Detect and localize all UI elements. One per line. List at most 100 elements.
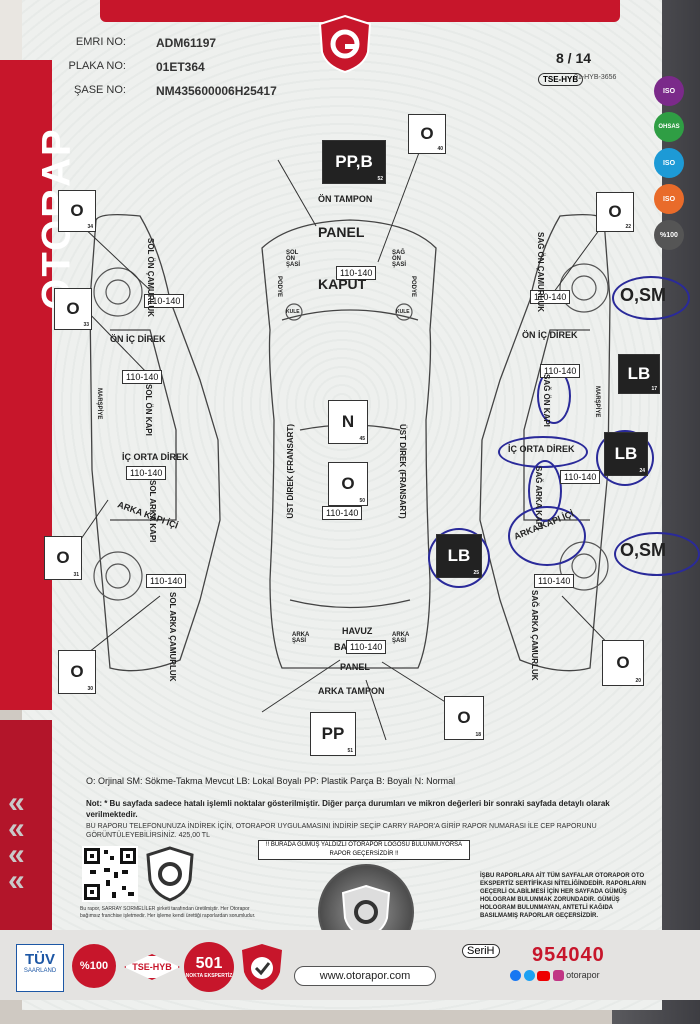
sub-sag-arka-camurluk: 20 — [635, 678, 641, 684]
shield-logo-small-icon — [146, 846, 194, 902]
tse-code: 01-HYB-3656 — [574, 74, 617, 81]
website-link[interactable]: www.otorapor.com — [294, 966, 436, 986]
label-sag-arka-kapi: SAĞ ARKA KAPI — [534, 466, 543, 530]
meas-sol-on-kapi: 110-140 — [122, 370, 163, 384]
sub-tavan-o: 50 — [359, 498, 365, 504]
meas-sol-arka-kapi: 110-140 — [126, 466, 167, 480]
chevron-decoration-icon: «««« — [8, 786, 25, 897]
youtube-icon[interactable] — [537, 970, 551, 981]
ink-circle-1 — [612, 276, 690, 320]
meas-sag-arka-kapi: 110-140 — [560, 470, 601, 484]
label-kule-left: KULE — [286, 309, 300, 315]
meas-sag-on-kapi: 110-140 — [540, 364, 581, 378]
label-arka-sasi-left: ARKA ŞASİ — [292, 632, 310, 644]
ink-circle-7 — [614, 532, 700, 576]
code-kaput-text: O — [420, 124, 434, 143]
code-sag-arka-camurluk: O 20 — [602, 640, 644, 686]
iso-badge-3: ISO — [654, 184, 684, 214]
code-tavan-n: N 45 — [328, 400, 368, 444]
facebook-icon[interactable] — [510, 970, 521, 982]
plaka-label: PLAKA NO: — [68, 60, 126, 72]
sub-kaput: 40 — [437, 146, 443, 152]
sub-on-tampon: 52 — [377, 176, 383, 182]
sase-label: ŞASE NO: — [74, 84, 126, 96]
brand-side-bar-bottom — [0, 720, 52, 940]
tuv-text: TÜV — [25, 951, 55, 968]
ink-circle-6 — [508, 506, 586, 566]
code-sag-on-camurluk-text: O — [608, 202, 622, 221]
social-links: otorapor — [510, 970, 600, 982]
label-arka-sasi-right: ARKA ŞASİ — [392, 632, 410, 644]
code-arka-tampon-text: PP — [321, 724, 345, 743]
otorapor-shield-logo-icon — [318, 14, 372, 74]
sub-sag-on-camurluk: 22 — [625, 224, 631, 230]
meas-kaput: 110-140 — [336, 266, 377, 280]
twitter-icon[interactable] — [523, 970, 535, 982]
label-panel-bottom: PANEL — [340, 662, 370, 672]
meas-bagaj: 110-140 — [346, 640, 387, 654]
meas-sag-on-camurluk: 110-140 — [530, 290, 571, 304]
sub-sol-arka-kapi: 31 — [73, 572, 79, 578]
code-tavan-n-text: N — [341, 412, 355, 431]
instagram-icon[interactable] — [552, 970, 564, 982]
emri-label: EMRI NO: — [75, 36, 126, 48]
label-panel-top: PANEL — [318, 224, 365, 240]
ink-circle-8 — [428, 528, 490, 588]
label-on-ic-direk-left: ÖN İÇ DİREK — [110, 334, 166, 344]
label-sol-arka-camurluk: SOL ARKA ÇAMURLUK — [168, 592, 177, 682]
sub-tavan-n: 45 — [359, 436, 365, 442]
tse-badge: TSE-HYB — [538, 73, 584, 86]
nokta-seal: 501 NOKTA EKSPERTİZ — [184, 942, 234, 992]
qr-code-icon — [82, 846, 138, 902]
label-ust-direk-right: ÜST DİREK (FRANSART) — [398, 424, 407, 519]
note-download: BU RAPORU TELEFONUNUZA İNDİREK İÇİN, OTO… — [86, 823, 597, 839]
ink-code-sag-on: O,SM — [620, 285, 667, 305]
label-arka-tampon: ARKA TAMPON — [318, 686, 385, 696]
sub-sag-arka-kapi: 24 — [639, 468, 645, 474]
code-tavan-o-text: O — [341, 474, 355, 493]
percent-badge: %100 — [654, 220, 684, 250]
sub-sol-arka-camurluk: 30 — [87, 686, 93, 692]
code-sag-arka-camurluk-text: O — [616, 653, 630, 672]
tuv-logo: TÜV SAARLAND — [16, 944, 64, 992]
serih-label: SeriH — [462, 944, 500, 958]
label-sag-on-camurluk: SAĞ ÖN ÇAMURLUK — [536, 232, 545, 312]
nokta-number: 501 — [195, 955, 223, 972]
label-podye-left: PODYE — [276, 276, 282, 298]
warning-box: !! BURADA GÜMÜŞ YALDIZLI OTORAPOR LOGOSU… — [258, 840, 470, 860]
note: Not: * Bu sayfada sadece hatalı işlemli … — [86, 799, 610, 819]
social-handle: otorapor — [566, 970, 600, 980]
label-marspiye-right: MARŞPİYE — [594, 386, 600, 418]
label-havuz: HAVUZ — [342, 626, 373, 636]
label-sol-arka-kapi: SOL ARKA KAPI — [148, 480, 157, 543]
serial-number: 954040 — [532, 944, 605, 966]
code-sol-arka-camurluk-text: O — [70, 662, 84, 681]
sub-sol-on-camurluk: 34 — [87, 224, 93, 230]
meas-sag-arka-camurluk: 110-140 — [534, 574, 575, 588]
legend: O: Orjinal SM: Sökme-Takma Mevcut LB: Lo… — [86, 776, 456, 786]
label-ust-direk-left: ÜST DİREK (FRANSART) — [286, 424, 295, 519]
code-sol-on-kapi-text: O — [66, 299, 80, 318]
sub-sag-on-kapi: 17 — [651, 386, 657, 392]
nokta-text: NOKTA EKSPERTİZ — [185, 973, 233, 979]
code-tavan-o: O 50 — [328, 462, 368, 506]
brand-side-bar — [0, 60, 52, 710]
code-on-tampon-text: PP,B — [335, 152, 373, 171]
label-marspiye-left: MARŞPİYE — [96, 388, 102, 420]
check-shield-icon — [242, 944, 282, 990]
label-kaput: KAPUT — [318, 276, 367, 292]
code-arka-left-lb-text: LB — [447, 546, 471, 565]
right-legal-text: İŞBU RAPORLARA AİT TÜM SAYFALAR OTORAPOR… — [480, 873, 647, 919]
code-sag-arka-kapi-text: LB — [614, 444, 638, 463]
label-ic-orta-direk-right: İÇ ORTA DİREK — [508, 444, 575, 454]
sub-arka-left-lb: 25 — [473, 570, 479, 576]
